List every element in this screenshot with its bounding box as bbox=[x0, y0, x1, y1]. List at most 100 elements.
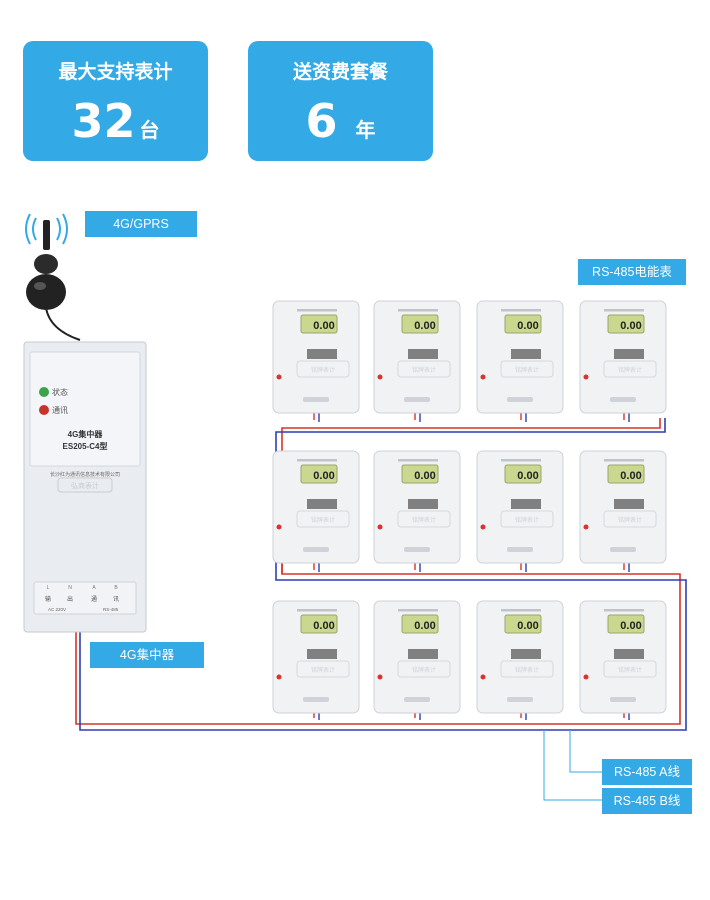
antenna-icon bbox=[25, 213, 81, 341]
meter-barcode bbox=[614, 349, 644, 359]
terminal-letter: B bbox=[114, 585, 118, 591]
concentrator-device: 状态 通讯 4G集中器 ES205-C4型 长沙红为通讯信息技术有限公司 弘商表… bbox=[23, 341, 147, 633]
meter-reading: 0.00 bbox=[517, 620, 538, 632]
device-name: 4G集中器 bbox=[68, 429, 104, 439]
terminal-letter: N bbox=[68, 585, 72, 591]
meter-display bbox=[401, 614, 439, 634]
meter-stamp: 铭牌表计 bbox=[618, 366, 642, 374]
meter-display bbox=[607, 314, 645, 334]
meter-terminal bbox=[404, 397, 430, 402]
status-label: 状态 bbox=[52, 387, 68, 397]
meter-stamp-box bbox=[397, 510, 451, 528]
meter-reading: 0.00 bbox=[313, 470, 334, 482]
meter-reading: 0.00 bbox=[414, 320, 435, 332]
comm-label: 通讯 bbox=[52, 405, 68, 415]
meter-led bbox=[276, 374, 282, 380]
meter-plate bbox=[398, 309, 438, 312]
meter-terminal bbox=[610, 547, 636, 552]
meter-stamp: 铭牌表计 bbox=[515, 516, 539, 524]
meter-barcode bbox=[511, 499, 541, 509]
device-model: ES205-C4型 bbox=[63, 441, 108, 451]
meter-reading: 0.00 bbox=[620, 470, 641, 482]
meter-plate bbox=[297, 309, 337, 312]
terminal-label-ac: AC 220V bbox=[48, 607, 66, 612]
meter-stamp-box bbox=[603, 360, 657, 378]
meter-led bbox=[480, 374, 486, 380]
terminal-label-rs485: RS-485 bbox=[103, 607, 119, 612]
meter-plate bbox=[297, 459, 337, 462]
device-company: 长沙红为通讯信息技术有限公司 bbox=[50, 471, 120, 478]
meter-barcode bbox=[614, 649, 644, 659]
meter-reading: 0.00 bbox=[620, 320, 641, 332]
meter-reading: 0.00 bbox=[517, 470, 538, 482]
meter-barcode bbox=[614, 499, 644, 509]
meter-led bbox=[276, 674, 282, 680]
electric-meter: 0.00 铭牌表计 bbox=[579, 300, 667, 414]
meter-terminal bbox=[303, 397, 329, 402]
meter-barcode bbox=[511, 649, 541, 659]
meter-terminal bbox=[610, 397, 636, 402]
meter-terminal bbox=[507, 697, 533, 702]
terminal-char: 输 bbox=[45, 595, 51, 603]
meter-stamp: 铭牌表计 bbox=[311, 666, 335, 674]
electric-meter: 0.00 铭牌表计 bbox=[476, 450, 564, 564]
meter-plate bbox=[297, 609, 337, 612]
meter-led bbox=[480, 674, 486, 680]
concentrator-tag: 4G集中器 bbox=[90, 642, 204, 668]
line-a-connector bbox=[569, 730, 604, 773]
electric-meter: 0.00 铭牌表计 bbox=[476, 600, 564, 714]
meter-plate bbox=[398, 609, 438, 612]
meter-display bbox=[504, 314, 542, 334]
meter-led bbox=[377, 374, 383, 380]
meters-tag: RS-485电能表 bbox=[578, 259, 686, 285]
meter-plate bbox=[501, 459, 541, 462]
meter-plate bbox=[501, 309, 541, 312]
meter-stamp-box bbox=[500, 660, 554, 678]
meter-stamp-box bbox=[397, 360, 451, 378]
meter-terminal bbox=[303, 547, 329, 552]
meter-stamp: 铭牌表计 bbox=[412, 666, 436, 674]
meter-stamp: 铭牌表计 bbox=[515, 366, 539, 374]
plan-years-title: 送资费套餐 bbox=[292, 61, 388, 83]
meter-stamp-box bbox=[603, 510, 657, 528]
meter-reading: 0.00 bbox=[517, 320, 538, 332]
meter-led bbox=[276, 524, 282, 530]
meter-display bbox=[300, 314, 338, 334]
line-a-tag: RS-485 A线 bbox=[602, 759, 692, 785]
meter-plate bbox=[604, 309, 644, 312]
meter-led bbox=[583, 674, 589, 680]
meter-stamp: 铭牌表计 bbox=[515, 666, 539, 674]
electric-meter: 0.00 铭牌表计 bbox=[272, 300, 360, 414]
terminal-char: 通 bbox=[91, 595, 97, 603]
meter-led bbox=[377, 674, 383, 680]
meter-display bbox=[607, 614, 645, 634]
meter-led bbox=[583, 524, 589, 530]
meter-terminal bbox=[404, 697, 430, 702]
meter-barcode bbox=[511, 349, 541, 359]
meter-reading: 0.00 bbox=[313, 320, 334, 332]
meter-terminal bbox=[404, 547, 430, 552]
meter-stamp-box bbox=[296, 360, 350, 378]
terminal-letter: A bbox=[92, 585, 96, 591]
terminal-char: 出 bbox=[67, 595, 73, 603]
meter-display bbox=[401, 314, 439, 334]
plan-years-unit: 年 bbox=[355, 118, 376, 142]
electric-meter: 0.00 铭牌表计 bbox=[476, 300, 564, 414]
line-b-tag: RS-485 B线 bbox=[602, 788, 692, 814]
device-stamp: 弘商表计 bbox=[71, 481, 99, 490]
meter-stamp: 铭牌表计 bbox=[311, 366, 335, 374]
meter-terminal bbox=[303, 697, 329, 702]
wire-a bbox=[75, 418, 681, 725]
meter-barcode bbox=[307, 649, 337, 659]
terminal-char: 讯 bbox=[113, 595, 119, 603]
meter-barcode bbox=[408, 649, 438, 659]
meter-barcode bbox=[408, 349, 438, 359]
meter-barcode bbox=[408, 499, 438, 509]
